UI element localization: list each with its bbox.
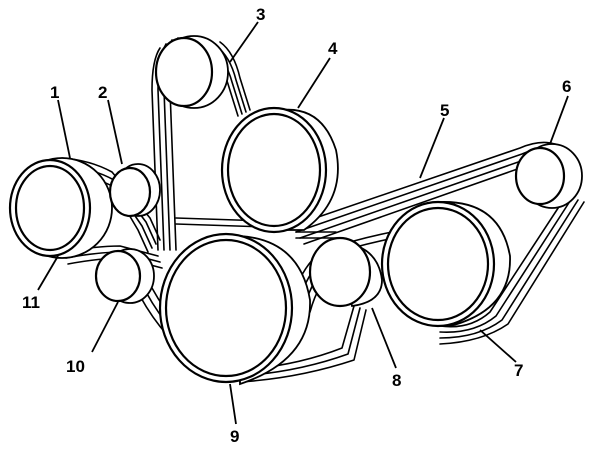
pulley-7: [380, 200, 511, 328]
leader-2: [107, 99, 123, 165]
leader-1: [57, 99, 71, 159]
leader-9: [229, 383, 237, 425]
callout-4: 4: [328, 39, 338, 58]
pulley-11: [8, 157, 113, 259]
callout-9: 9: [230, 427, 239, 446]
pulley-8: [308, 236, 383, 308]
pulley-3: [154, 35, 229, 109]
leader-4: [297, 57, 331, 109]
leader-lines: [37, 21, 569, 425]
leader-7: [479, 329, 517, 363]
callout-5: 5: [440, 101, 449, 120]
callout-3: 3: [256, 5, 265, 24]
callout-1: 1: [50, 83, 59, 102]
pulley-4: [220, 106, 339, 234]
pulley-10: [94, 248, 155, 304]
leader-5: [419, 117, 445, 179]
pulley-2: [108, 163, 161, 218]
leader-6: [549, 95, 569, 145]
callout-6: 6: [562, 77, 571, 96]
callout-8: 8: [392, 371, 401, 390]
leader-8: [371, 307, 397, 369]
callout-2: 2: [98, 83, 107, 102]
leader-3: [229, 21, 259, 63]
callout-10: 10: [66, 357, 85, 376]
callout-11: 11: [22, 293, 40, 312]
pulley-6: [514, 143, 583, 209]
pulley-9: [158, 232, 311, 386]
leader-10: [91, 301, 119, 353]
leader-11: [37, 255, 59, 291]
callout-7: 7: [514, 361, 523, 380]
